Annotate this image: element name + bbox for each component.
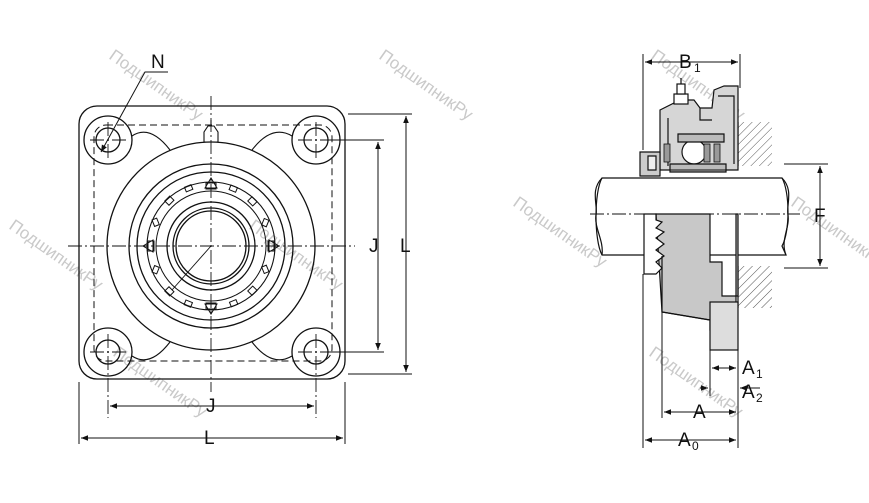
- radius-line: [171, 245, 212, 291]
- watermark-7: ПодшипникРу: [788, 193, 869, 272]
- label-n: N: [151, 52, 165, 73]
- label-a0: A: [678, 430, 691, 451]
- label-b1-sub: 1: [694, 61, 701, 75]
- housing-foot: [709, 301, 739, 351]
- front-view: [68, 96, 355, 418]
- label-a: A: [693, 402, 706, 423]
- label-a1-sub: 1: [756, 367, 763, 381]
- flange-outline: [78, 105, 346, 380]
- collar-top: [647, 155, 657, 171]
- grease-fitting-side: [673, 78, 689, 105]
- wall-hatch-top: [738, 122, 772, 166]
- n-leader: [100, 71, 168, 153]
- label-l-vertical: L: [400, 236, 411, 257]
- front-labels: N J L J L: [151, 52, 411, 449]
- label-j-horizontal: J: [206, 396, 216, 417]
- outer-race: [677, 133, 725, 143]
- side-dimensions: [642, 54, 828, 448]
- centerlines: [68, 96, 355, 418]
- label-l-horizontal: L: [204, 428, 215, 449]
- bearing-ball: [681, 139, 707, 165]
- label-j-vertical: J: [369, 236, 379, 257]
- label-a2: A: [742, 382, 755, 403]
- watermark-2: ПодшипникРу: [376, 46, 477, 125]
- watermark-8: ПодшипникРу: [110, 343, 211, 422]
- flange-webs: [131, 131, 293, 361]
- label-a1: A: [742, 358, 755, 379]
- wall-hatch-bottom: [738, 266, 772, 308]
- label-a0-sub: 0: [692, 439, 699, 453]
- watermark-4: ПодшипникРу: [6, 216, 107, 295]
- side-labels: B 1 F A 1 A 2 A A 0: [678, 52, 826, 453]
- front-dimensions: [78, 71, 412, 444]
- label-f: F: [814, 206, 826, 227]
- shaft-break-left: [594, 177, 603, 256]
- collar-slots: [147, 182, 275, 310]
- inner-race: [669, 163, 727, 173]
- shaft-break-right: [781, 177, 790, 256]
- label-a2-sub: 2: [756, 391, 763, 405]
- seals: [663, 143, 721, 163]
- lower-collar: [643, 213, 666, 275]
- label-b1: B: [679, 52, 692, 73]
